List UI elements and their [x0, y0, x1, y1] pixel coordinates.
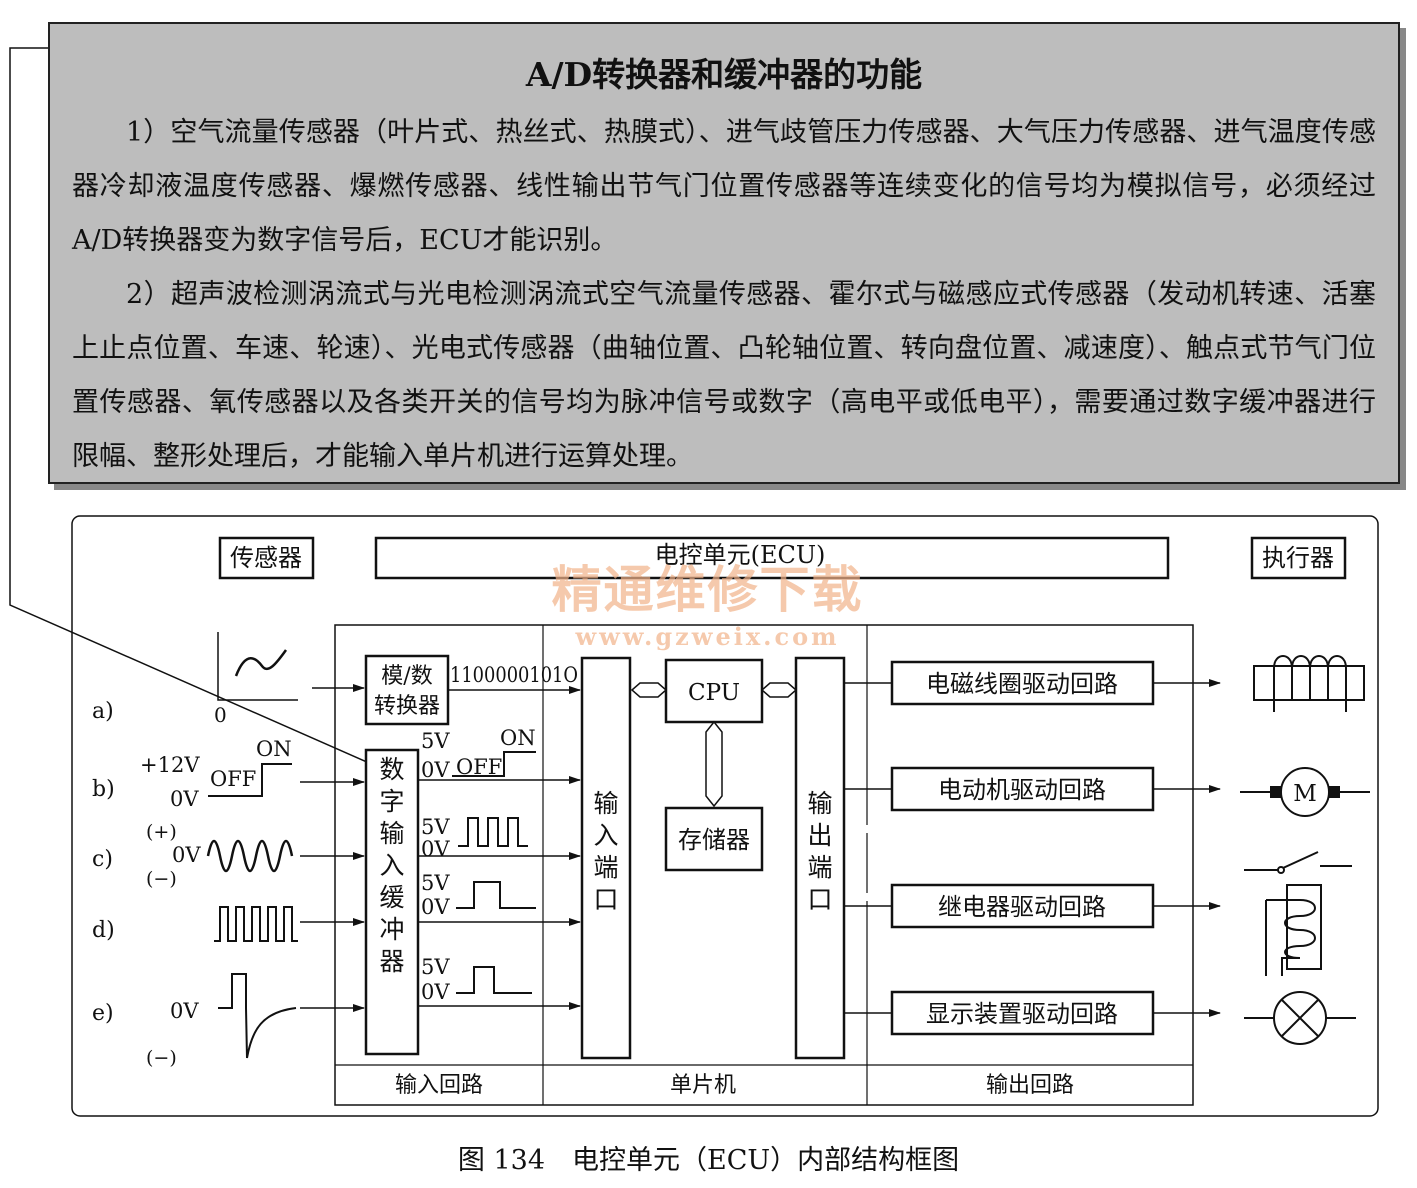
ecu-label: 电控单元(ECU)	[655, 541, 826, 569]
buf-0v-e: 0V	[421, 980, 450, 1004]
output-port-label: 输出端口	[807, 789, 832, 914]
note-paragraph-1: 1）空气流量传感器（叶片式、热丝式、热膜式）、进气歧管压力传感器、大气压力传感器…	[72, 117, 1376, 256]
driver-motor-label: 电动机驱动回路	[938, 776, 1106, 804]
row-label-a: a)	[92, 699, 114, 724]
row-label-c: c)	[92, 847, 113, 872]
driver-relay-label: 继电器驱动回路	[938, 893, 1106, 921]
function-note-box: A/D转换器和缓冲器的功能 1）空气流量传感器（叶片式、热丝式、热膜式）、进气歧…	[48, 22, 1400, 484]
sensors-label-box	[218, 536, 315, 580]
driver-display-box	[890, 990, 1155, 1036]
watermark-cn: 精通维修下载	[551, 560, 864, 619]
section-mcu-label: 单片机	[670, 1073, 736, 1098]
driver-display-label: 显示装置驱动回路	[926, 1000, 1118, 1028]
output-port-box	[794, 656, 846, 1060]
buf-0v-c: 0V	[421, 837, 450, 861]
motor-icon: M	[1240, 767, 1370, 817]
figure-caption: 图 134 电控单元（ECU）内部结构框图	[457, 1145, 960, 1176]
digital-buffer-label: 数字输入缓冲器	[379, 755, 404, 976]
sensors-label: 传感器	[230, 544, 302, 572]
relay-icon	[1244, 851, 1352, 976]
actuators-label-box	[1250, 536, 1347, 580]
step-signal-icon	[208, 763, 292, 797]
sine-signal-icon	[206, 839, 294, 873]
memory-box	[664, 806, 764, 872]
input-port-label: 输入端口	[593, 789, 618, 914]
label-0v-b: 0V	[170, 787, 199, 811]
driver-solenoid-box	[890, 660, 1155, 706]
row-label-d: d)	[92, 918, 115, 943]
pulse-signal-icon	[214, 906, 298, 942]
ad-converter-line2: 转换器	[374, 694, 440, 719]
input-port-box	[580, 656, 632, 1060]
leader-line	[9, 47, 386, 771]
label-0v-c: 0V	[172, 843, 201, 867]
row-label-e: e)	[92, 1001, 114, 1026]
watermark: 精通维修下载 www.gzweix.com	[535, 550, 880, 651]
buf-5v-c: 5V	[421, 815, 450, 839]
section-output-label: 输出回路	[986, 1073, 1074, 1098]
label-on-b: ON	[256, 737, 292, 761]
bus-in-cpu	[630, 682, 668, 698]
buf-5v-e: 5V	[421, 955, 450, 979]
note-paragraph-2: 2）超声波检测涡流式与光电检测涡流式空气流量传感器、霍尔式与磁感应式传感器（发动…	[72, 279, 1376, 472]
lamp-icon	[1244, 991, 1356, 1045]
spike-signal-icon	[218, 973, 297, 1059]
binary-output: 1100000101O	[450, 663, 578, 687]
ecu-body	[334, 624, 1194, 1106]
note-title: A/D转换器和缓冲器的功能	[525, 55, 923, 94]
label-12v: +12V	[140, 753, 200, 777]
driver-motor-box	[890, 766, 1155, 812]
origin-zero: 0	[214, 703, 227, 727]
label-minus-c: (−)	[146, 868, 177, 890]
ecu-label-box	[374, 536, 1170, 580]
buf-5v-b: 5V	[421, 729, 450, 753]
label-off-b: OFF	[210, 767, 256, 791]
driver-solenoid-label: 电磁线圈驱动回路	[926, 670, 1118, 698]
analog-signal-icon	[217, 632, 298, 701]
diagram-frame	[71, 515, 1379, 1117]
buf-0v-d: 0V	[421, 895, 450, 919]
label-minus-e: (−)	[146, 1047, 177, 1069]
watermark-url: www.gzweix.com	[575, 622, 840, 651]
motor-letter: M	[1293, 781, 1317, 807]
solenoid-coil-icon	[1253, 655, 1365, 712]
label-0v-e: 0V	[170, 999, 199, 1023]
buf-0v-b: 0V	[421, 758, 450, 782]
label-plus: (+)	[146, 821, 177, 843]
row-label-b: b)	[92, 777, 115, 802]
buf-on-b: ON	[500, 726, 536, 750]
bus-cpu-out	[760, 682, 798, 698]
section-input-label: 输入回路	[395, 1073, 483, 1098]
actuators-label: 执行器	[1262, 544, 1334, 572]
cpu-box	[664, 658, 764, 724]
buf-5v-d: 5V	[421, 871, 450, 895]
bus-cpu-memory	[705, 720, 723, 808]
digital-buffer-box	[364, 748, 420, 1056]
cpu-label: CPU	[688, 680, 740, 706]
memory-label: 存储器	[678, 826, 750, 854]
ad-converter-line1: 模/数	[381, 664, 432, 689]
